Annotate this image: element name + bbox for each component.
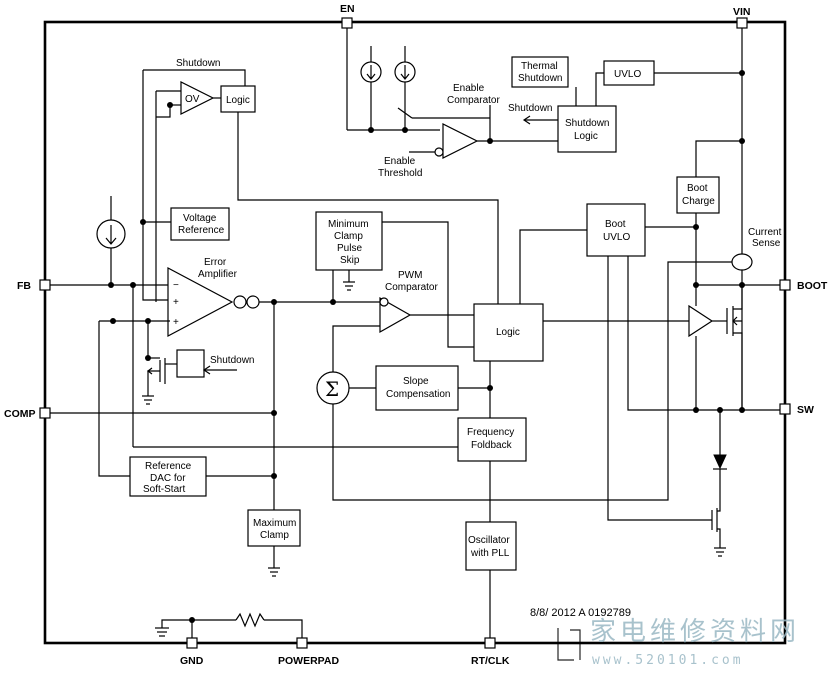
error-amplifier [167,267,234,337]
chip-outline [43,20,787,645]
shutdown-top-label: Shutdown [176,58,220,69]
maximum-clamp-block [247,509,301,547]
shutdown-logic-block [557,105,617,153]
reference-dac-label-2: DAC for [150,473,186,484]
reference-dac-block [129,456,207,497]
sw-pin [779,403,791,415]
slope-compensation-label-2: Compensation [386,389,450,400]
ov-comparator [180,81,215,115]
frequency-foldback-label-2: Foldback [471,440,513,451]
oscillator-label-1: Oscillator [468,535,510,546]
boot-pin-label: BOOT [797,280,828,292]
minimum-clamp-label-1: Minimum [328,219,369,230]
rtclk-pin [484,637,496,649]
powerpad-pin [296,637,308,649]
logic-ov-block [220,85,256,113]
watermark-url: www.520101.com [592,653,744,668]
rtclk-pin-label: RT/CLK [471,655,510,667]
reference-dac-label-1: Reference [145,461,192,472]
shutdown-mid-label: Shutdown [210,355,254,366]
reference-dac-label-3: Soft-Start [143,484,185,495]
gnd-pin [186,637,198,649]
voltage-reference-block [170,207,230,241]
pwm-comparator [379,296,412,334]
enable-comparator-label-2: Comparator [447,95,500,106]
shutdown-mid-block [176,349,205,378]
minimum-clamp-label-4: Skip [340,255,360,266]
gnd-pin-label: GND [180,655,204,667]
current-sense-loop [731,253,753,271]
shutdown-logic-label-1: Shutdown [565,118,609,129]
minimum-clamp-block [315,211,383,271]
logic-main-label: Logic [496,327,520,338]
error-amplifier-label-2: Amplifier [198,269,238,280]
pwm-comparator-label-1: PWM [398,270,422,281]
voltage-reference-label-1: Voltage [183,213,217,224]
minimum-clamp-label-2: Clamp [334,231,363,242]
vin-pin-label: VIN [733,6,751,18]
minimum-clamp-label-3: Pulse [337,243,362,254]
enable-comparator [442,123,479,159]
frequency-foldback-label-1: Frequency [467,427,514,438]
oscillator-label-2: with PLL [470,548,510,559]
boot-uvlo-label-1: Boot [605,219,626,230]
powerpad-pin-label: POWERPAD [278,655,339,667]
boot-charge-block [676,176,720,214]
vin-pin [736,17,748,29]
boot-uvlo-block [586,203,646,257]
error-amplifier-label-1: Error [204,257,227,268]
logic-ov-label: Logic [226,95,250,106]
sw-pin-label: SW [797,404,814,416]
frequency-foldback-block [457,417,527,462]
fb-pin [39,279,51,291]
slope-compensation-label-1: Slope [403,376,429,387]
en-pin [341,17,353,29]
comp-pin-label: COMP [4,408,36,420]
enable-threshold-label-1: Enable [384,156,416,167]
watermark: 家电维修资料网 www.520101.com [557,617,800,668]
ea-minus: − [173,280,179,291]
sw-diode [713,454,727,470]
oscillator-block [465,521,517,571]
ea-plus-2: + [173,317,179,328]
thermal-shutdown-label-2: Shutdown [518,73,562,84]
thermal-shutdown-block [511,56,569,88]
enable-comparator-label-1: Enable [453,83,485,94]
slope-compensation-block [375,365,459,411]
high-side-driver [688,304,714,338]
fb-pin-label: FB [17,280,31,292]
maximum-clamp-label-1: Maximum [253,518,296,529]
boot-pin [779,279,791,291]
thermal-shutdown-label-1: Thermal [521,61,558,72]
current-sense-label-2: Sense [752,238,781,249]
uvlo-label: UVLO [614,69,641,80]
sigma-label: Σ [325,377,339,401]
maximum-clamp-label-2: Clamp [260,530,289,541]
boot-uvlo-label-2: UVLO [603,232,630,243]
voltage-reference-label-2: Reference [178,225,225,236]
logic-main-block [473,303,544,362]
boot-charge-label-2: Charge [682,196,715,207]
pwm-comparator-label-2: Comparator [385,282,438,293]
ea-plus-1: + [173,297,179,308]
watermark-text: 家电维修资料网 [590,617,800,647]
enable-threshold-label-2: Threshold [378,168,422,179]
shutdown-logic-label-2: Logic [574,131,598,142]
en-pin-label: EN [340,3,355,15]
comp-pin [39,407,51,419]
current-sense-label-1: Current [748,227,782,238]
ov-label: OV [185,94,200,105]
boot-charge-label-1: Boot [687,183,708,194]
ground-resistor [235,612,265,628]
shutdown-arrow-label: Shutdown [508,103,552,114]
date-stamp: 8/8/ 2012 A 0192789 [530,607,631,619]
